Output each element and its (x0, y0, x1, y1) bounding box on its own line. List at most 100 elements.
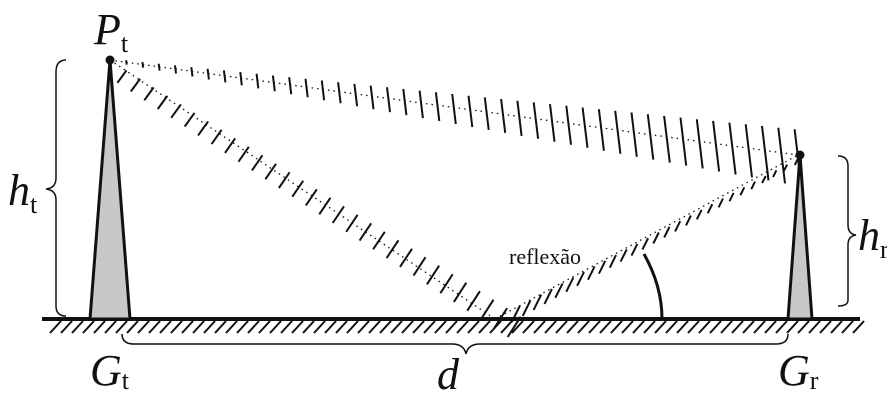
ground-hatch-stroke (819, 320, 832, 334)
ground-hatch-stroke (434, 320, 447, 334)
ground-hatch-stroke (522, 320, 535, 334)
ground-hatch-stroke (533, 320, 546, 334)
ground-hatch-stroke (126, 320, 139, 334)
ground-hatch-stroke (731, 320, 744, 334)
ground-hatch-stroke (401, 320, 414, 334)
ground-hatch-stroke (423, 320, 436, 334)
ground-hatch-stroke (71, 320, 84, 334)
ground-hatch-stroke (687, 320, 700, 334)
ground-hatch-stroke (357, 320, 370, 334)
ground-hatch-stroke (368, 320, 381, 334)
direct-hatch-stroke (614, 110, 622, 154)
ground-hatch-stroke (412, 320, 425, 334)
pt-label: Pt (93, 5, 129, 58)
ground-hatch-stroke (577, 320, 590, 334)
ground-hatch-stroke (742, 320, 755, 334)
ground-hatch-stroke (324, 320, 337, 334)
incident-hatch-stroke (399, 248, 413, 268)
direct-hatch-stroke (483, 97, 490, 131)
reflected-hatch-stroke (510, 305, 521, 323)
ground-hatch-stroke (676, 320, 689, 334)
incident-hatch-stroke (237, 146, 250, 163)
ground-hatch-stroke (258, 320, 271, 334)
ground-hatch-stroke (654, 320, 667, 334)
ground-hatch-stroke (137, 320, 150, 334)
direct-hatch-stroke (451, 93, 457, 125)
ground-hatch-stroke (203, 320, 216, 334)
direct-hatch-stroke (467, 95, 474, 128)
direct-hatch-stroke (744, 124, 753, 178)
direct-hatch-stroke (304, 78, 309, 98)
ground-hatch-stroke (159, 320, 172, 334)
ground-hatch-stroke (379, 320, 392, 334)
incident-hatch-stroke (493, 307, 508, 329)
direct-hatch-stroke (532, 102, 540, 139)
ground-hatch-stroke (775, 320, 788, 334)
d-label: d (437, 350, 460, 393)
incident-hatch-stroke (479, 299, 495, 321)
ground-hatch-stroke (478, 320, 491, 334)
incident-hatch-stroke (116, 69, 128, 84)
direct-hatch-stroke (597, 109, 605, 151)
ground-hatching (49, 320, 865, 334)
incident-hatch-stroke (251, 154, 264, 171)
reflected-hatch-stroke (761, 175, 767, 184)
reflected-hatch-stroke (728, 192, 735, 202)
ground-hatch-stroke (841, 320, 854, 334)
ground-hatch-stroke (170, 320, 183, 334)
reflected-hatch-stroke (608, 254, 617, 269)
ground-hatch-stroke (49, 320, 62, 334)
direct-hatch-stroke (516, 100, 523, 137)
ground-hatch-stroke (269, 320, 282, 334)
direct-ray-band (125, 60, 803, 187)
ground-hatch-stroke (236, 320, 249, 334)
reflected-hatch-stroke (565, 277, 575, 293)
direct-hatch-stroke (402, 88, 408, 116)
reflection-angle-arc (642, 253, 664, 320)
transmitter-tower (88, 59, 132, 321)
incident-hatch-stroke (426, 265, 440, 285)
hr-label: hr (858, 211, 887, 264)
d-brace (121, 333, 789, 355)
ground-hatch-stroke (610, 320, 623, 334)
incident-hatch-stroke (385, 239, 400, 259)
incident-hatch-stroke (183, 112, 196, 128)
ground-hatch-stroke (852, 320, 865, 334)
ground-hatch-stroke (797, 320, 810, 334)
direct-hatch-stroke (663, 115, 671, 163)
reflected-hatch-stroke (619, 249, 628, 263)
reflected-hatch-stroke (532, 294, 543, 311)
direct-hatch-stroke (255, 73, 260, 89)
ht-brace (45, 59, 67, 317)
reflected-hatch-stroke (783, 164, 788, 172)
reflected-hatch-stroke (598, 260, 607, 275)
ground-hatch-stroke (500, 320, 513, 334)
receiver-point (795, 150, 805, 160)
direct-hatch-stroke (288, 77, 293, 95)
ground-hatch-stroke (104, 320, 117, 334)
reflected-hatch-stroke (554, 282, 564, 299)
ground-hatch-stroke (764, 320, 777, 334)
reflected-hatch-stroke (663, 226, 671, 238)
gt-label: Gt (90, 346, 130, 393)
direct-hatch-stroke (271, 75, 276, 92)
incident-hatch-stroke (291, 180, 305, 198)
ground-hatch-stroke (786, 320, 799, 334)
reflected-hatch-stroke (685, 215, 692, 226)
incident-hatch-stroke (304, 188, 318, 207)
ground-hatch-stroke (830, 320, 843, 334)
ground-hatch-stroke (511, 320, 524, 334)
incident-hatch-stroke (466, 290, 481, 312)
reflected-hatch-stroke (630, 243, 639, 257)
direct-hatch-stroke (369, 85, 375, 110)
ht-label: ht (8, 166, 38, 219)
direct-hatch-stroke (777, 127, 786, 184)
gr-label: Gr (778, 346, 819, 393)
reflected-hatch-stroke (717, 198, 724, 208)
ground-hatch-stroke (665, 320, 678, 334)
incident-hatch-stroke (358, 222, 373, 242)
ground-hatch-stroke (280, 320, 293, 334)
direct-hatch-stroke (695, 119, 704, 169)
incident-ray-band (116, 69, 522, 338)
reflected-hatch-stroke (793, 158, 799, 166)
